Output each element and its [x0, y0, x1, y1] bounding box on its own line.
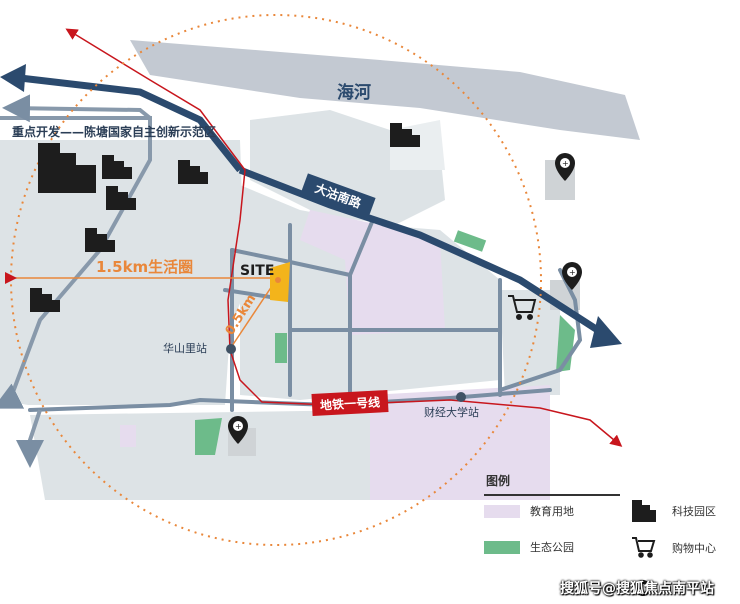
station-huashanli-label: 华山里站 — [163, 341, 207, 355]
site-center-dot — [275, 277, 281, 283]
education-area-small — [120, 425, 136, 447]
station-huashanli-dot — [226, 344, 236, 354]
location-pin-icons: + + + — [228, 153, 582, 444]
legend-park-label: 生态公园 — [530, 541, 574, 554]
river-label: 海河 — [337, 82, 371, 103]
zone-block-left — [0, 140, 245, 405]
site-label: SITE — [240, 263, 274, 279]
education-area-center — [300, 210, 445, 335]
station-caijing-label: 财经大学站 — [424, 405, 479, 419]
tech-park-icons — [30, 123, 420, 312]
svg-text:+: + — [235, 422, 242, 431]
main-road-west — [19, 74, 243, 173]
legend-shopping-label: 购物中心 — [672, 542, 716, 555]
metro-label: 地铁一号线 — [320, 394, 381, 412]
station-caijing-dot — [456, 392, 466, 402]
main-road-dagu-south — [238, 166, 612, 341]
metro-label-badge — [311, 390, 389, 416]
park-south — [195, 418, 222, 455]
block-east — [500, 290, 560, 395]
shopping-cart-icon — [508, 295, 537, 320]
legend-education-label: 教育用地 — [530, 505, 574, 518]
road-label-badge — [300, 173, 376, 219]
red-route-north — [65, 28, 246, 351]
park-center — [275, 333, 287, 363]
life-circle-1-5km — [10, 14, 542, 546]
watermark: 搜狐号@搜狐焦点南平站 — [560, 581, 714, 597]
legend-tech-label: 科技园区 — [672, 505, 716, 518]
legend-pin-icon — [635, 580, 651, 596]
metro-line-1 — [229, 349, 623, 447]
main-road-arrow-east — [590, 316, 622, 348]
radius-line-0-5km — [231, 279, 277, 347]
river — [130, 40, 640, 140]
legend-park-swatch — [484, 541, 520, 554]
ring-outer-label: 1.5km生活圈 — [96, 258, 193, 276]
legend-education-swatch — [484, 505, 520, 518]
legend-tech-icon — [632, 500, 656, 522]
legend-cart-icon — [632, 537, 656, 558]
secondary-roads — [28, 220, 583, 412]
main-road-arrow-west — [0, 64, 26, 92]
park-north — [453, 230, 487, 252]
zone-label: 重点开发——陈塘国家自主创新示范区 — [12, 124, 216, 139]
svg-text:+: + — [569, 268, 576, 277]
legend-title: 图例 — [486, 474, 511, 488]
svg-text:+: + — [562, 159, 569, 168]
legend-divider — [484, 494, 620, 496]
